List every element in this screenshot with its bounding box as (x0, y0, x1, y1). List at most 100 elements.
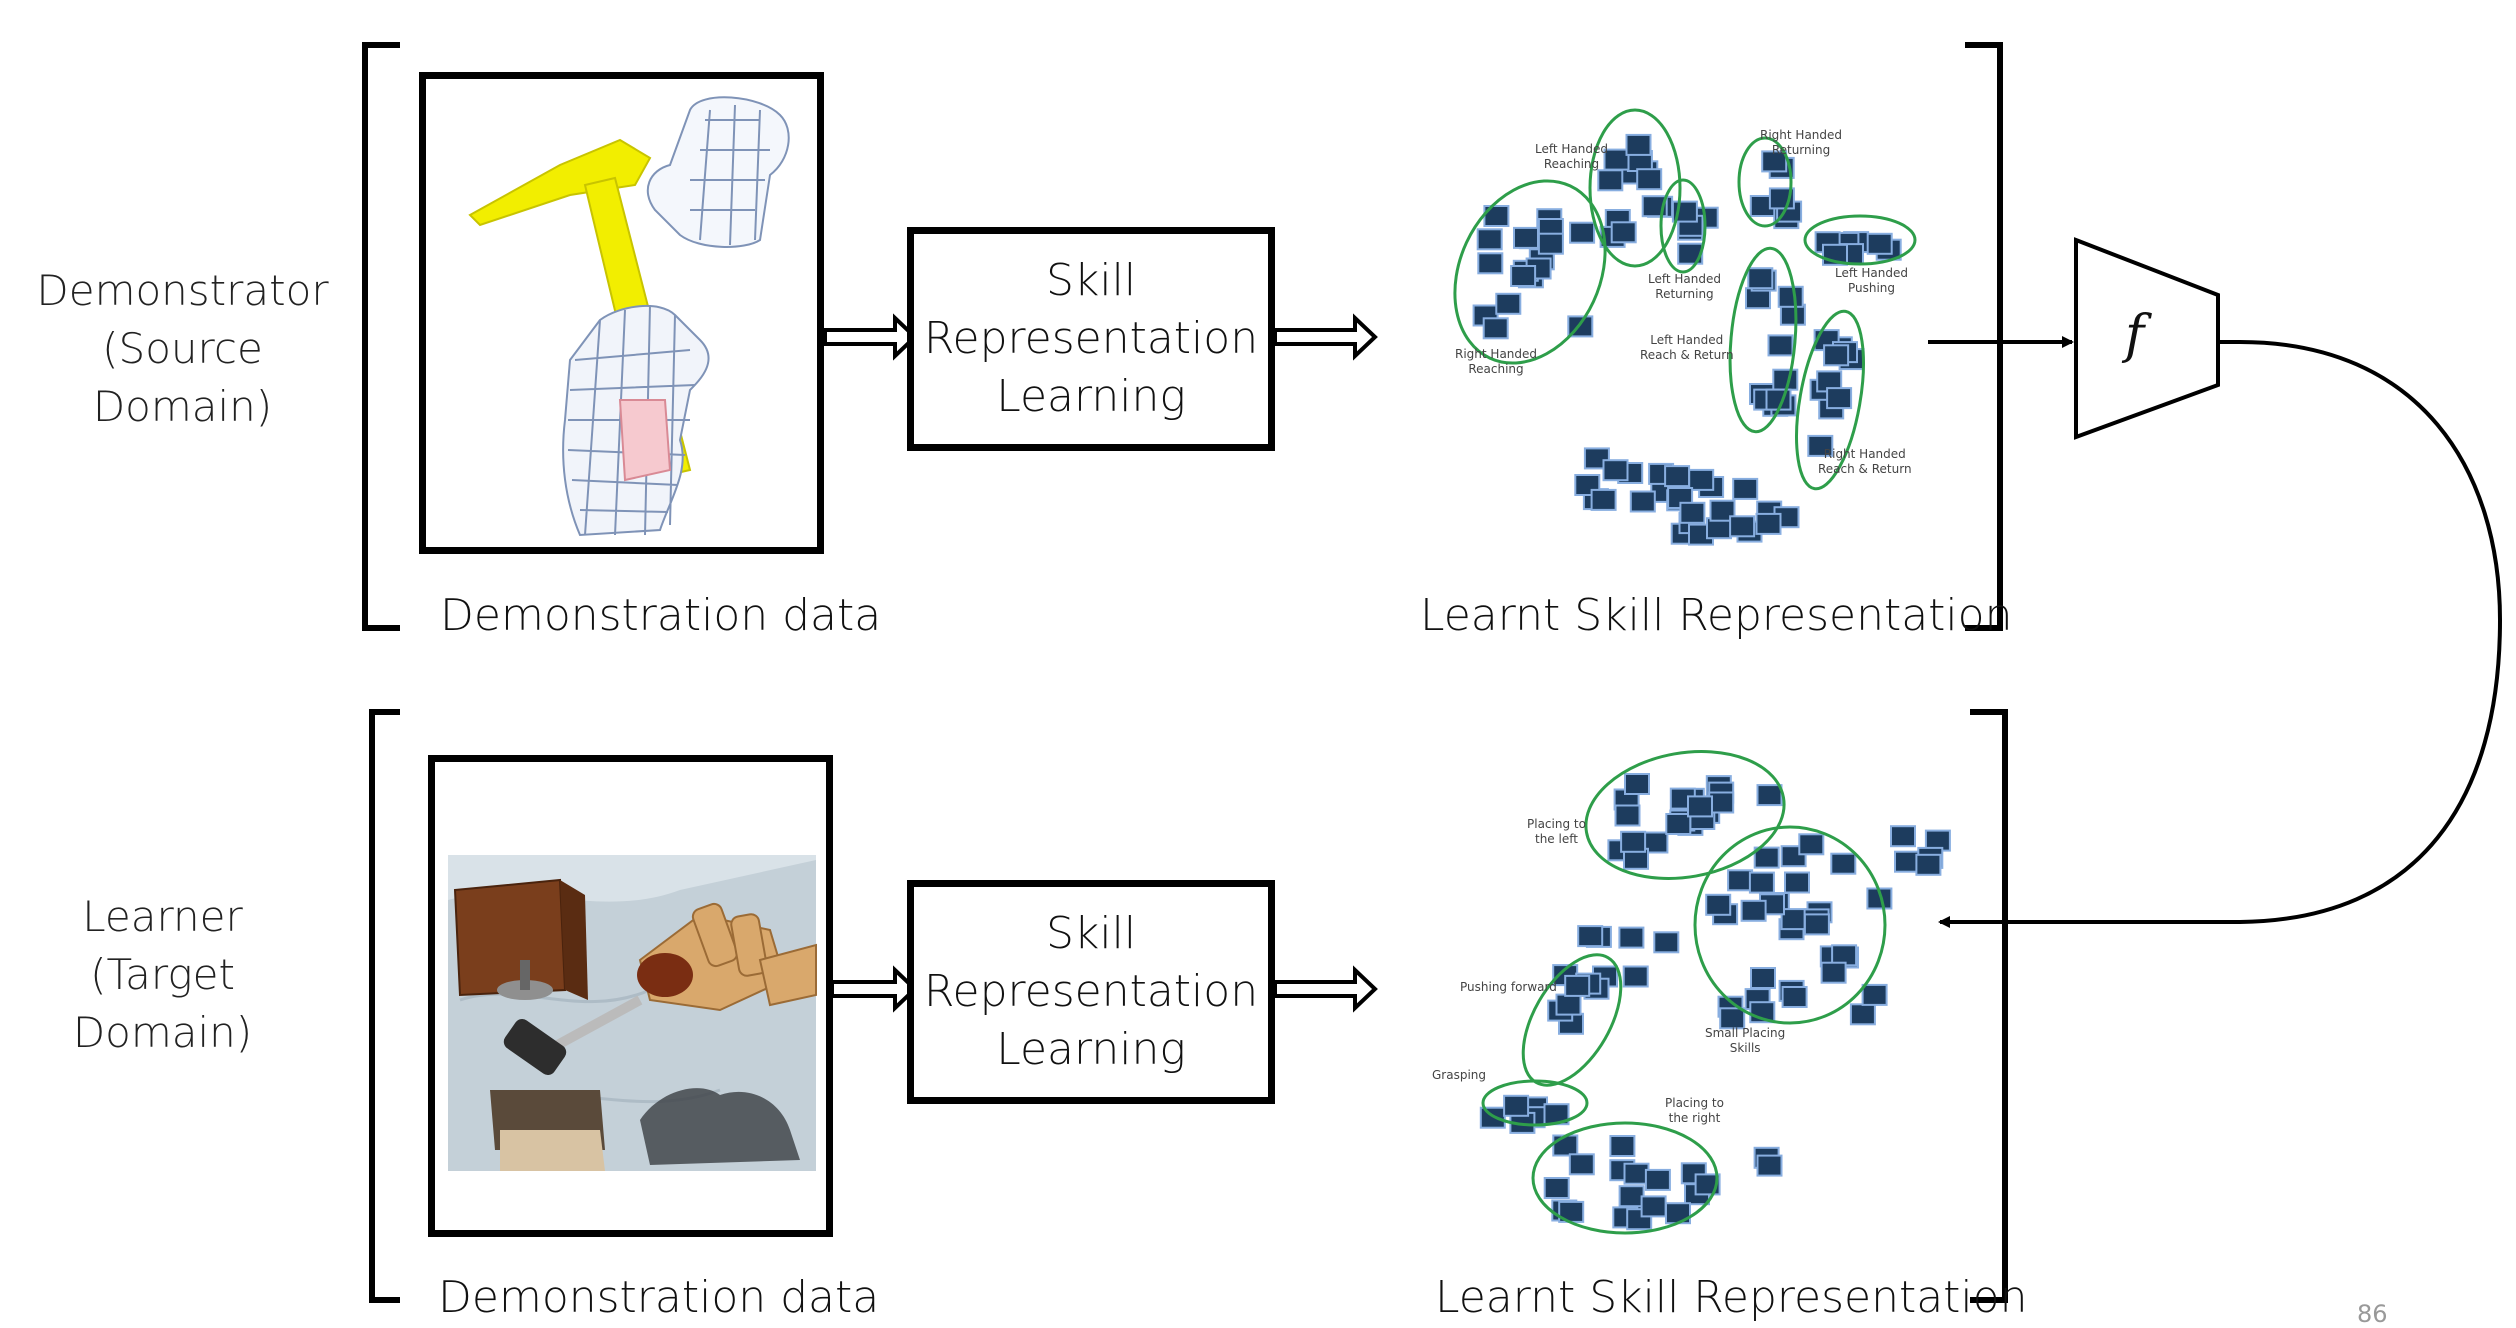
curved-connector (1938, 340, 2503, 928)
skill-thumbnail (1755, 512, 1782, 535)
demonstrator-label-line1: Demonstrator (36, 266, 329, 315)
cluster-outline-left-pushing (1803, 214, 1917, 266)
skill-thumbnail (1756, 1154, 1783, 1177)
page-number: 86 (2357, 1300, 2388, 1328)
skill-thumbnail (1622, 965, 1649, 988)
robot-hand-scene (448, 855, 817, 1171)
skill-thumbnail (1602, 459, 1629, 482)
demonstrator-label: Demonstrator (Source Domain) (10, 262, 355, 436)
skill-thumbnail (1476, 228, 1503, 251)
cluster-outline-placing-right (1531, 1121, 1719, 1235)
skill-thumbnail (1798, 833, 1825, 856)
skill-thumbnail (1603, 148, 1630, 171)
demonstrator-label-line2: (Source Domain) (92, 324, 273, 431)
skill-thumbnail (1780, 908, 1807, 931)
cluster-outline-right-reach-return (1795, 309, 1865, 491)
skill-thumbnail (1687, 795, 1713, 818)
skill-thumbnail (1861, 983, 1888, 1006)
skill-box-line3: Learning (996, 1024, 1186, 1075)
skill-thumbnail (1620, 830, 1647, 853)
skill-learning-box-source: Skill Representation Learning (907, 227, 1275, 451)
skill-thumbnail (1679, 501, 1706, 524)
rep-caption-source: Learnt Skill Representation (1420, 590, 2013, 641)
rep-caption-target: Learnt Skill Representation (1435, 1272, 2028, 1323)
learner-label-line2: (Target Domain) (72, 950, 253, 1057)
demo-caption-source: Demonstration data (440, 590, 882, 641)
skill-thumbnail (1750, 967, 1776, 989)
skill-thumbnail (1597, 169, 1624, 192)
skill-thumbnail (1664, 465, 1691, 488)
skill-thumbnail (1748, 871, 1775, 894)
skill-thumbnail (1610, 221, 1637, 244)
skill-thumbnail (1653, 931, 1680, 954)
cluster-outline-right-returning (1737, 136, 1793, 228)
skill-thumbnail (1569, 221, 1596, 244)
skill-thumbnail (1495, 292, 1522, 315)
cluster-label-pushing-forward: Pushing forward (1460, 980, 1557, 994)
skill-thumbnail (1543, 1177, 1570, 1199)
skill-thumbnail (1552, 1134, 1579, 1157)
demo-frame-source (419, 72, 824, 554)
skill-thumbnail (1624, 773, 1650, 795)
hollow-arrow-bottom-1 (830, 965, 918, 1013)
cluster-outline-grasping (1481, 1079, 1589, 1127)
learner-label: Learner (Target Domain) (0, 888, 325, 1062)
top-right-bracket (1965, 42, 2003, 631)
skill-thumbnail (1644, 1168, 1671, 1191)
skill-thumbnail (1756, 784, 1783, 807)
skill-box-line2: Representation (923, 313, 1259, 364)
skill-thumbnail (1849, 1003, 1876, 1026)
skill-thumbnail (1537, 232, 1564, 255)
demo-frame-target (428, 755, 833, 1237)
skill-thumbnail (1482, 317, 1509, 340)
cluster-outline-left-returning (1659, 178, 1707, 274)
skill-thumbnail (1688, 468, 1715, 491)
skill-thumbnail (1614, 804, 1641, 827)
skill-thumbnail (1784, 871, 1810, 894)
skill-thumbnail (1777, 285, 1804, 308)
skill-thumbnail (1719, 1007, 1746, 1030)
skill-thumbnail (1564, 974, 1591, 997)
mapping-function-label: f (2125, 305, 2145, 365)
skill-thumbnail (1727, 869, 1754, 892)
skill-thumbnail (1772, 368, 1799, 391)
skill-thumbnail (1510, 265, 1537, 287)
cluster-outline-left-reaching (1588, 108, 1682, 268)
skill-thumbnail (1577, 925, 1604, 948)
skill-box-line1: Skill (1045, 255, 1137, 306)
skill-thumbnail (1555, 993, 1582, 1016)
skill-thumbnail (1709, 499, 1736, 522)
bottom-skill-embedding (1479, 750, 1951, 1235)
bottom-left-bracket (369, 709, 400, 1303)
bottom-right-bracket (1970, 709, 2008, 1303)
cluster-outline-left-reach-return (1728, 246, 1798, 434)
skill-thumbnail (1618, 926, 1645, 949)
skill-thumbnail (1823, 344, 1850, 367)
skill-thumbnail (1590, 488, 1617, 511)
demo-caption-target: Demonstration data (438, 1272, 880, 1323)
cluster-outline-right-reaching (1453, 179, 1607, 365)
skill-thumbnail (1677, 242, 1704, 265)
mapping-function-shape (2074, 237, 2220, 440)
hollow-arrow-bottom-2 (1273, 965, 1378, 1013)
skill-thumbnail (1820, 961, 1847, 984)
hollow-arrow-top-1 (823, 313, 918, 361)
hollow-arrow-top-2 (1273, 313, 1378, 361)
skill-thumbnail (1640, 1195, 1667, 1218)
skill-thumbnail (1740, 899, 1767, 922)
cluster-label-grasping: Grasping (1432, 1068, 1487, 1082)
skill-thumbnail (1732, 477, 1759, 500)
skill-thumbnail (1618, 1185, 1645, 1208)
skill-thumbnail (1568, 1153, 1595, 1176)
skill-thumbnail (1803, 913, 1830, 936)
